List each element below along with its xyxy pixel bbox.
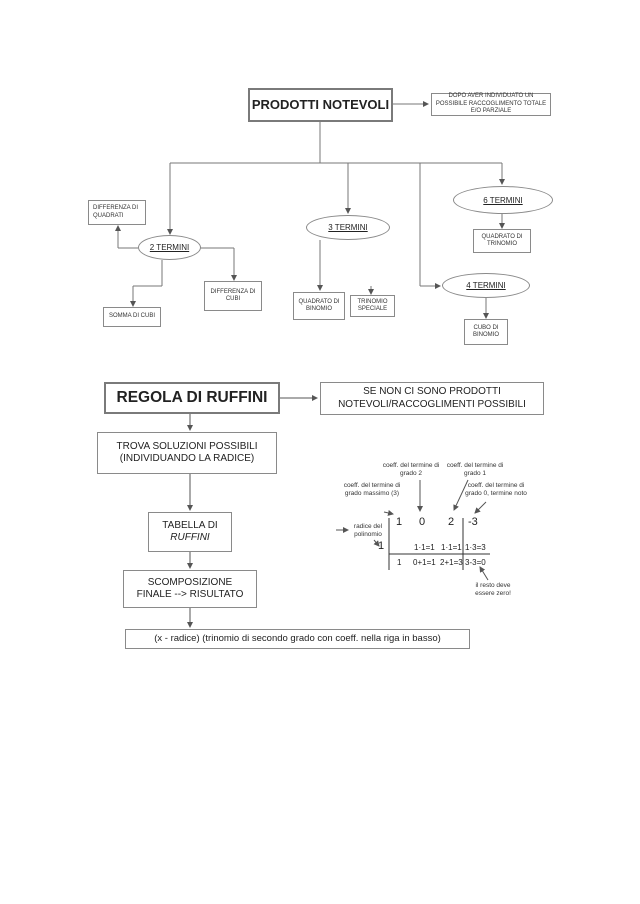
prodotti-notevoli-title: PRODOTTI NOTEVOLI bbox=[248, 88, 393, 122]
coeff-3: 2 bbox=[448, 516, 455, 528]
root-value: 1 bbox=[378, 540, 385, 552]
raccoglimento-note-text: DOPO AVER INDIVIDUATO UN POSSIBILE RACCO… bbox=[435, 93, 547, 115]
differenza-quadrati-text: DIFFERENZA DI QUADRATI bbox=[93, 205, 139, 219]
differenza-cubi-text: DIFFERENZA DI CUBI bbox=[210, 288, 256, 303]
label-grado-1: coeff. del termine di grado 1 bbox=[446, 462, 504, 477]
coeff-4: -3 bbox=[468, 516, 478, 528]
quadrato-binomio-text: QUADRATO DI BINOMIO bbox=[298, 298, 340, 313]
ruffini-condition: SE NON CI SONO PRODOTTI NOTEVOLI/RACCOGL… bbox=[320, 382, 544, 415]
label-grado-massimo: coeff. del termine di grado massimo (3) bbox=[343, 482, 401, 497]
raccoglimento-note: DOPO AVER INDIVIDUATO UN POSSIBILE RACCO… bbox=[431, 93, 551, 116]
step-scomposizione-text: SCOMPOSIZIONE FINALE --> RISULTATO bbox=[136, 576, 244, 601]
step-tabella-ruffini: TABELLA DI RUFFINI bbox=[148, 512, 232, 552]
differenza-cubi-box: DIFFERENZA DI CUBI bbox=[204, 281, 262, 311]
bottom-row-3: 2+1=3 bbox=[440, 558, 463, 567]
coeff-1: 1 bbox=[396, 516, 403, 528]
prodotti-notevoli-title-text: PRODOTTI NOTEVOLI bbox=[251, 96, 390, 112]
cubo-binomio-box: CUBO DI BINOMIO bbox=[464, 319, 508, 345]
quattro-termini-text: 4 TERMINI bbox=[466, 281, 506, 290]
trinomio-speciale-box: TRINOMIO SPECIALE bbox=[350, 295, 395, 317]
tre-termini-node: 3 TERMINI bbox=[306, 215, 390, 240]
quadrato-trinomio-text: QUADRATO DI TRINOMIO bbox=[481, 233, 523, 248]
tre-termini-text: 3 TERMINI bbox=[328, 223, 368, 232]
bottom-row-4: 3-3=0 bbox=[465, 558, 486, 567]
ruffini-title: REGOLA DI RUFFINI bbox=[104, 382, 280, 414]
label-radice: radice del polinomio bbox=[353, 523, 383, 538]
label-termine-noto: coeff. del termine di grado 0, termine n… bbox=[465, 482, 527, 497]
middle-row-2: 1·1=1 bbox=[441, 543, 462, 552]
cubo-binomio-text: CUBO DI BINOMIO bbox=[472, 324, 499, 339]
somma-cubi-box: SOMMA DI CUBI bbox=[103, 307, 161, 327]
step-tabella-line1: TABELLA DI bbox=[162, 519, 218, 531]
due-termini-node: 2 TERMINI bbox=[138, 235, 201, 260]
coeff-2: 0 bbox=[419, 516, 426, 528]
differenza-quadrati-box: DIFFERENZA DI QUADRATI bbox=[88, 200, 146, 225]
somma-cubi-text: SOMMA DI CUBI bbox=[108, 313, 155, 320]
ruffini-condition-text: SE NON CI SONO PRODOTTI NOTEVOLI/RACCOGL… bbox=[338, 386, 526, 410]
result-formula-text: (x - radice) (trinomio di secondo grado … bbox=[154, 633, 441, 645]
ruffini-title-text: REGOLA DI RUFFINI bbox=[116, 389, 268, 407]
bottom-row-2: 0+1=1 bbox=[413, 558, 436, 567]
quadrato-trinomio-box: QUADRATO DI TRINOMIO bbox=[473, 229, 531, 253]
quadrato-binomio-box: QUADRATO DI BINOMIO bbox=[293, 292, 345, 320]
sei-termini-node: 6 TERMINI bbox=[453, 186, 553, 214]
sei-termini-text: 6 TERMINI bbox=[483, 195, 523, 205]
label-grado-2: coeff. del termine di grado 2 bbox=[382, 462, 440, 477]
trinomio-speciale-text: TRINOMIO SPECIALE bbox=[357, 298, 388, 313]
step-tabella-line2: RUFFINI bbox=[170, 532, 210, 543]
middle-row-1: 1·1=1 bbox=[414, 543, 435, 552]
step-scomposizione: SCOMPOSIZIONE FINALE --> RISULTATO bbox=[123, 570, 257, 608]
middle-row-3: 1·3=3 bbox=[465, 543, 486, 552]
step-trova-soluzioni: TROVA SOLUZIONI POSSIBILI (INDIVIDUANDO … bbox=[97, 432, 277, 474]
step-trova-soluzioni-text: TROVA SOLUZIONI POSSIBILI (INDIVIDUANDO … bbox=[116, 440, 258, 465]
bottom-row-1: 1 bbox=[397, 558, 402, 567]
due-termini-text: 2 TERMINI bbox=[149, 243, 190, 252]
quattro-termini-node: 4 TERMINI bbox=[442, 273, 530, 298]
result-formula: (x - radice) (trinomio di secondo grado … bbox=[125, 629, 470, 649]
label-resto: il resto deve essere zero! bbox=[475, 582, 511, 597]
